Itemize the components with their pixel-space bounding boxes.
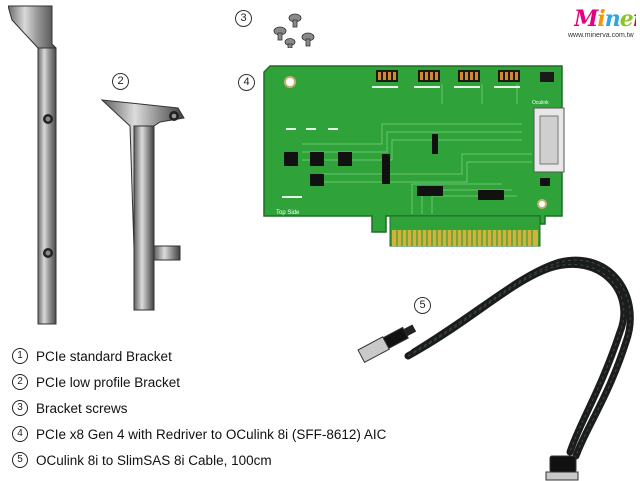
silkscreen-top-side: Top Side: [276, 210, 300, 216]
pcie-aic-board-image: Top Side Oculink: [263, 65, 565, 247]
bracket-screws-image: [273, 13, 315, 48]
parts-legend: 1 PCIe standard Bracket 2 PCIe low profi…: [12, 343, 386, 473]
legend-text: PCIe low profile Bracket: [36, 374, 181, 390]
callout-3: 3: [235, 10, 252, 27]
low-profile-bracket-image: [100, 99, 185, 311]
minerva-logo: Minerva www.minerva.com.tw: [568, 2, 636, 46]
legend-number: 3: [12, 400, 28, 416]
svg-text:Minerva: Minerva: [574, 6, 636, 32]
legend-text: OCulink 8i to SlimSAS 8i Cable, 100cm: [36, 452, 272, 468]
callout-5: 5: [414, 297, 431, 314]
legend-number: 5: [12, 452, 28, 468]
legend-text: PCIe standard Bracket: [36, 348, 172, 364]
legend-item: 4 PCIe x8 Gen 4 with Redriver to OCulink…: [12, 421, 386, 447]
legend-number: 2: [12, 374, 28, 390]
legend-item: 1 PCIe standard Bracket: [12, 343, 386, 369]
legend-number: 4: [12, 426, 28, 442]
oculink-cable-image: [357, 256, 634, 481]
legend-number: 1: [12, 348, 28, 364]
legend-text: PCIe x8 Gen 4 with Redriver to OCulink 8…: [36, 426, 387, 442]
legend-item: 2 PCIe low profile Bracket: [12, 369, 386, 395]
logo-url: www.minerva.com.tw: [568, 32, 634, 39]
callout-4: 4: [238, 74, 255, 91]
legend-text: Bracket screws: [36, 400, 128, 416]
callout-2: 2: [112, 73, 129, 90]
legend-item: 3 Bracket screws: [12, 395, 386, 421]
legend-item: 5 OCulink 8i to SlimSAS 8i Cable, 100cm: [12, 447, 386, 473]
minerva-logo-mark: Minerva: [574, 6, 636, 32]
silkscreen-oculink: Oculink: [532, 100, 549, 106]
standard-bracket-image: [8, 5, 57, 325]
